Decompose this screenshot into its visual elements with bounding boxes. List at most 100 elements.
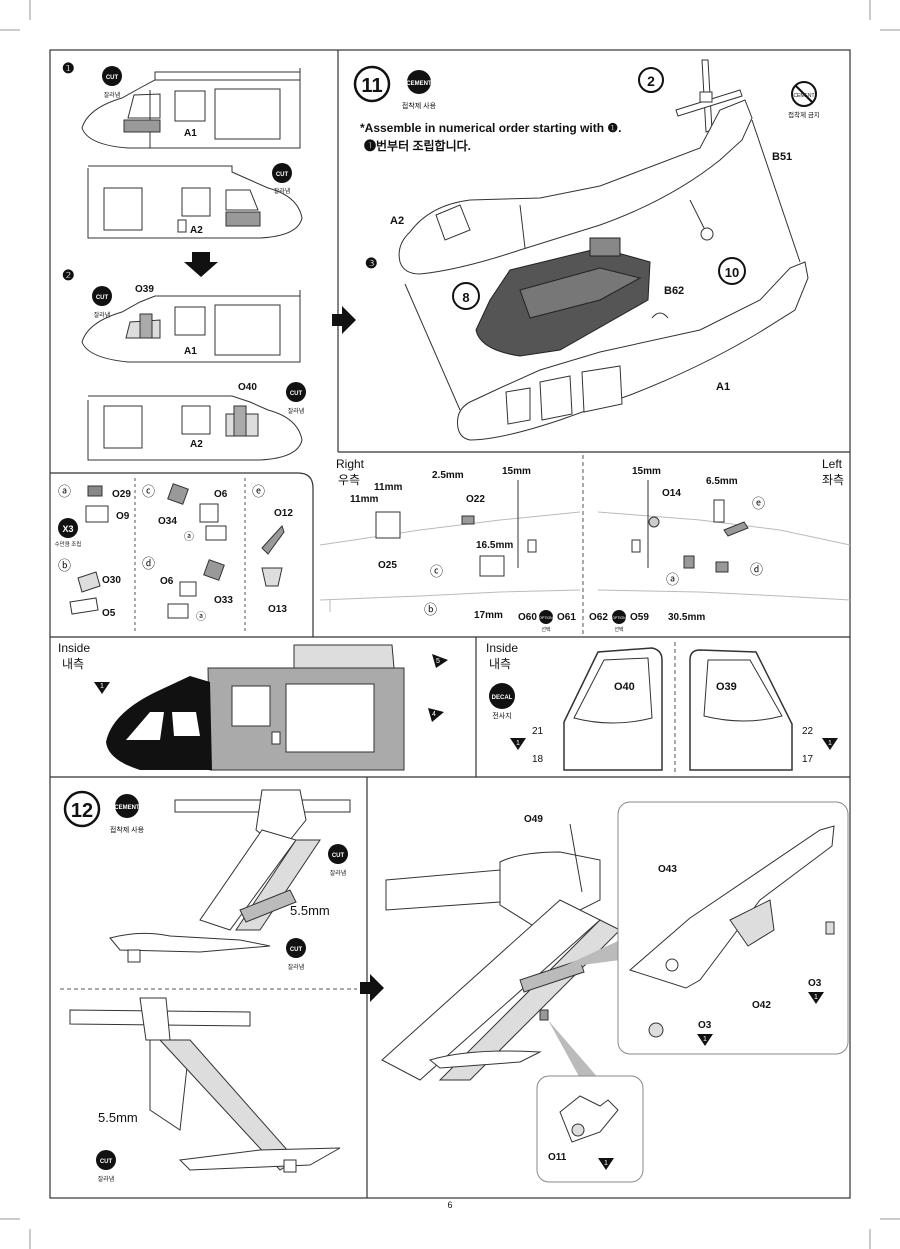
svg-text:Right: Right	[336, 457, 365, 471]
svg-text:O33: O33	[214, 595, 233, 606]
svg-text:O34: O34	[158, 516, 177, 527]
down-arrow-icon	[184, 252, 218, 277]
panel-grid	[49, 49, 851, 1199]
svg-text:A2: A2	[390, 215, 404, 227]
tail-boom-upper	[109, 789, 351, 963]
svg-text:O39: O39	[135, 284, 154, 295]
svg-text:11mm: 11mm	[374, 482, 402, 493]
step-11-panel: 11 CEMENT 접착제 사용 *Assemble in numerical …	[353, 59, 820, 441]
svg-text:ⓔ: ⓔ	[252, 484, 265, 499]
fuselage-right-o40	[87, 395, 303, 461]
svg-text:선택: 선택	[614, 626, 624, 633]
svg-text:ⓐ: ⓐ	[196, 611, 206, 623]
svg-text:전사지: 전사지	[492, 711, 511, 720]
svg-text:잘라냄: 잘라냄	[274, 187, 291, 195]
svg-text:21: 21	[532, 726, 544, 737]
inside-decals-right: Inside 내측 DECAL 전사지 O40 21 18 1 O39 22 1…	[486, 641, 838, 771]
svg-text:16.5mm: 16.5mm	[476, 540, 513, 551]
svg-text:OPTION: OPTION	[612, 616, 626, 620]
svg-text:O29: O29	[112, 489, 131, 500]
cabin-interior-module	[475, 237, 651, 357]
svg-text:30.5mm: 30.5mm	[668, 612, 705, 623]
next-arrow-icon	[360, 974, 384, 1002]
svg-text:Inside: Inside	[58, 641, 90, 655]
svg-text:A1: A1	[184, 346, 197, 357]
svg-text:선택: 선택	[541, 626, 551, 633]
svg-text:15mm: 15mm	[502, 466, 531, 477]
svg-text:잘라냄: 잘라냄	[330, 869, 347, 877]
svg-text:O59: O59	[630, 612, 649, 623]
svg-text:11mm: 11mm	[350, 494, 378, 505]
svg-text:B62: B62	[664, 285, 684, 297]
tail-assembly	[381, 851, 621, 1081]
svg-text:접착제 금지: 접착제 금지	[788, 110, 820, 119]
svg-text:5.5mm: 5.5mm	[98, 1110, 138, 1125]
svg-text:1: 1	[814, 994, 818, 1001]
svg-text:O49: O49	[524, 814, 543, 825]
svg-text:ⓐ: ⓐ	[666, 572, 679, 587]
panel-window-cut: ❶ 잘라냄 A1 잘라냄 A2 ❷	[62, 60, 306, 461]
svg-text:Inside: Inside	[486, 641, 518, 655]
svg-text:잘라냄: 잘라냄	[104, 91, 121, 99]
svg-text:2: 2	[647, 73, 655, 89]
svg-text:O11: O11	[548, 1152, 567, 1163]
svg-text:ⓒ: ⓒ	[142, 484, 155, 499]
svg-text:17: 17	[802, 754, 814, 765]
svg-text:ⓐ: ⓐ	[58, 484, 71, 499]
assembly-instruction-en: *Assemble in numerical order starting wi…	[360, 121, 622, 135]
svg-text:ⓐ: ⓐ	[184, 531, 194, 543]
svg-text:22: 22	[802, 726, 814, 737]
svg-text:ⓑ: ⓑ	[424, 602, 437, 617]
svg-text:잘라냄: 잘라냄	[98, 1175, 115, 1183]
svg-text:O30: O30	[102, 575, 121, 586]
svg-text:4: 4	[432, 711, 436, 718]
left-side-view: Left 좌측 15mm 6.5mm 30.5mm O14 ⓔ ⓐ ⓓ OPTI…	[589, 457, 851, 633]
svg-text:접착제 사용: 접착제 사용	[110, 825, 145, 834]
svg-text:A2: A2	[190, 225, 203, 236]
svg-text:X3: X3	[62, 524, 73, 534]
svg-text:CEMENT: CEMENT	[114, 805, 140, 811]
svg-text:O12: O12	[274, 508, 293, 519]
svg-text:O6: O6	[160, 576, 174, 587]
svg-text:O60: O60	[518, 612, 537, 623]
svg-text:O14: O14	[662, 488, 681, 499]
fuselage-left-a1	[81, 68, 301, 149]
page-number: 6	[447, 1200, 452, 1210]
svg-text:A1: A1	[716, 381, 730, 393]
svg-text:CEMENT: CEMENT	[406, 81, 432, 87]
svg-text:우측: 우측	[338, 473, 360, 487]
inside-paint-left: Inside 내측 1 4 5	[58, 641, 448, 771]
svg-text:O22: O22	[466, 494, 485, 505]
step-1-marker: ❶	[62, 60, 75, 76]
svg-text:O9: O9	[116, 511, 130, 522]
svg-text:1: 1	[604, 1160, 608, 1167]
svg-text:잘라냄: 잘라냄	[288, 963, 305, 971]
step-12-number: 12	[71, 800, 93, 822]
fuselage-half-a2	[398, 99, 753, 275]
svg-text:O42: O42	[752, 1000, 771, 1011]
step-11-number: 11	[361, 75, 382, 97]
svg-text:A1: A1	[184, 128, 197, 139]
svg-text:1: 1	[828, 740, 832, 747]
svg-text:O61: O61	[557, 612, 576, 623]
fuselage-right-a2	[87, 165, 303, 239]
svg-text:ⓓ: ⓓ	[142, 556, 155, 571]
svg-text:접착제 사용: 접착제 사용	[402, 101, 437, 110]
svg-text:잘라냄: 잘라냄	[94, 311, 111, 319]
detail-o11	[559, 1095, 619, 1143]
svg-text:1: 1	[703, 1036, 707, 1043]
detail-o42-o43	[629, 825, 835, 1038]
svg-text:10: 10	[725, 265, 739, 280]
step-2-marker: ❷	[62, 267, 75, 283]
svg-text:6.5mm: 6.5mm	[706, 476, 738, 487]
svg-text:17mm: 17mm	[474, 610, 503, 621]
svg-text:ⓑ: ⓑ	[58, 558, 71, 573]
fuselage-half-a1	[457, 261, 809, 441]
svg-text:CEMENT: CEMENT	[793, 93, 814, 99]
svg-text:1: 1	[516, 740, 520, 747]
next-arrow-icon	[332, 306, 356, 334]
tail-wheel	[689, 199, 714, 241]
svg-text:ⓒ: ⓒ	[430, 564, 443, 579]
